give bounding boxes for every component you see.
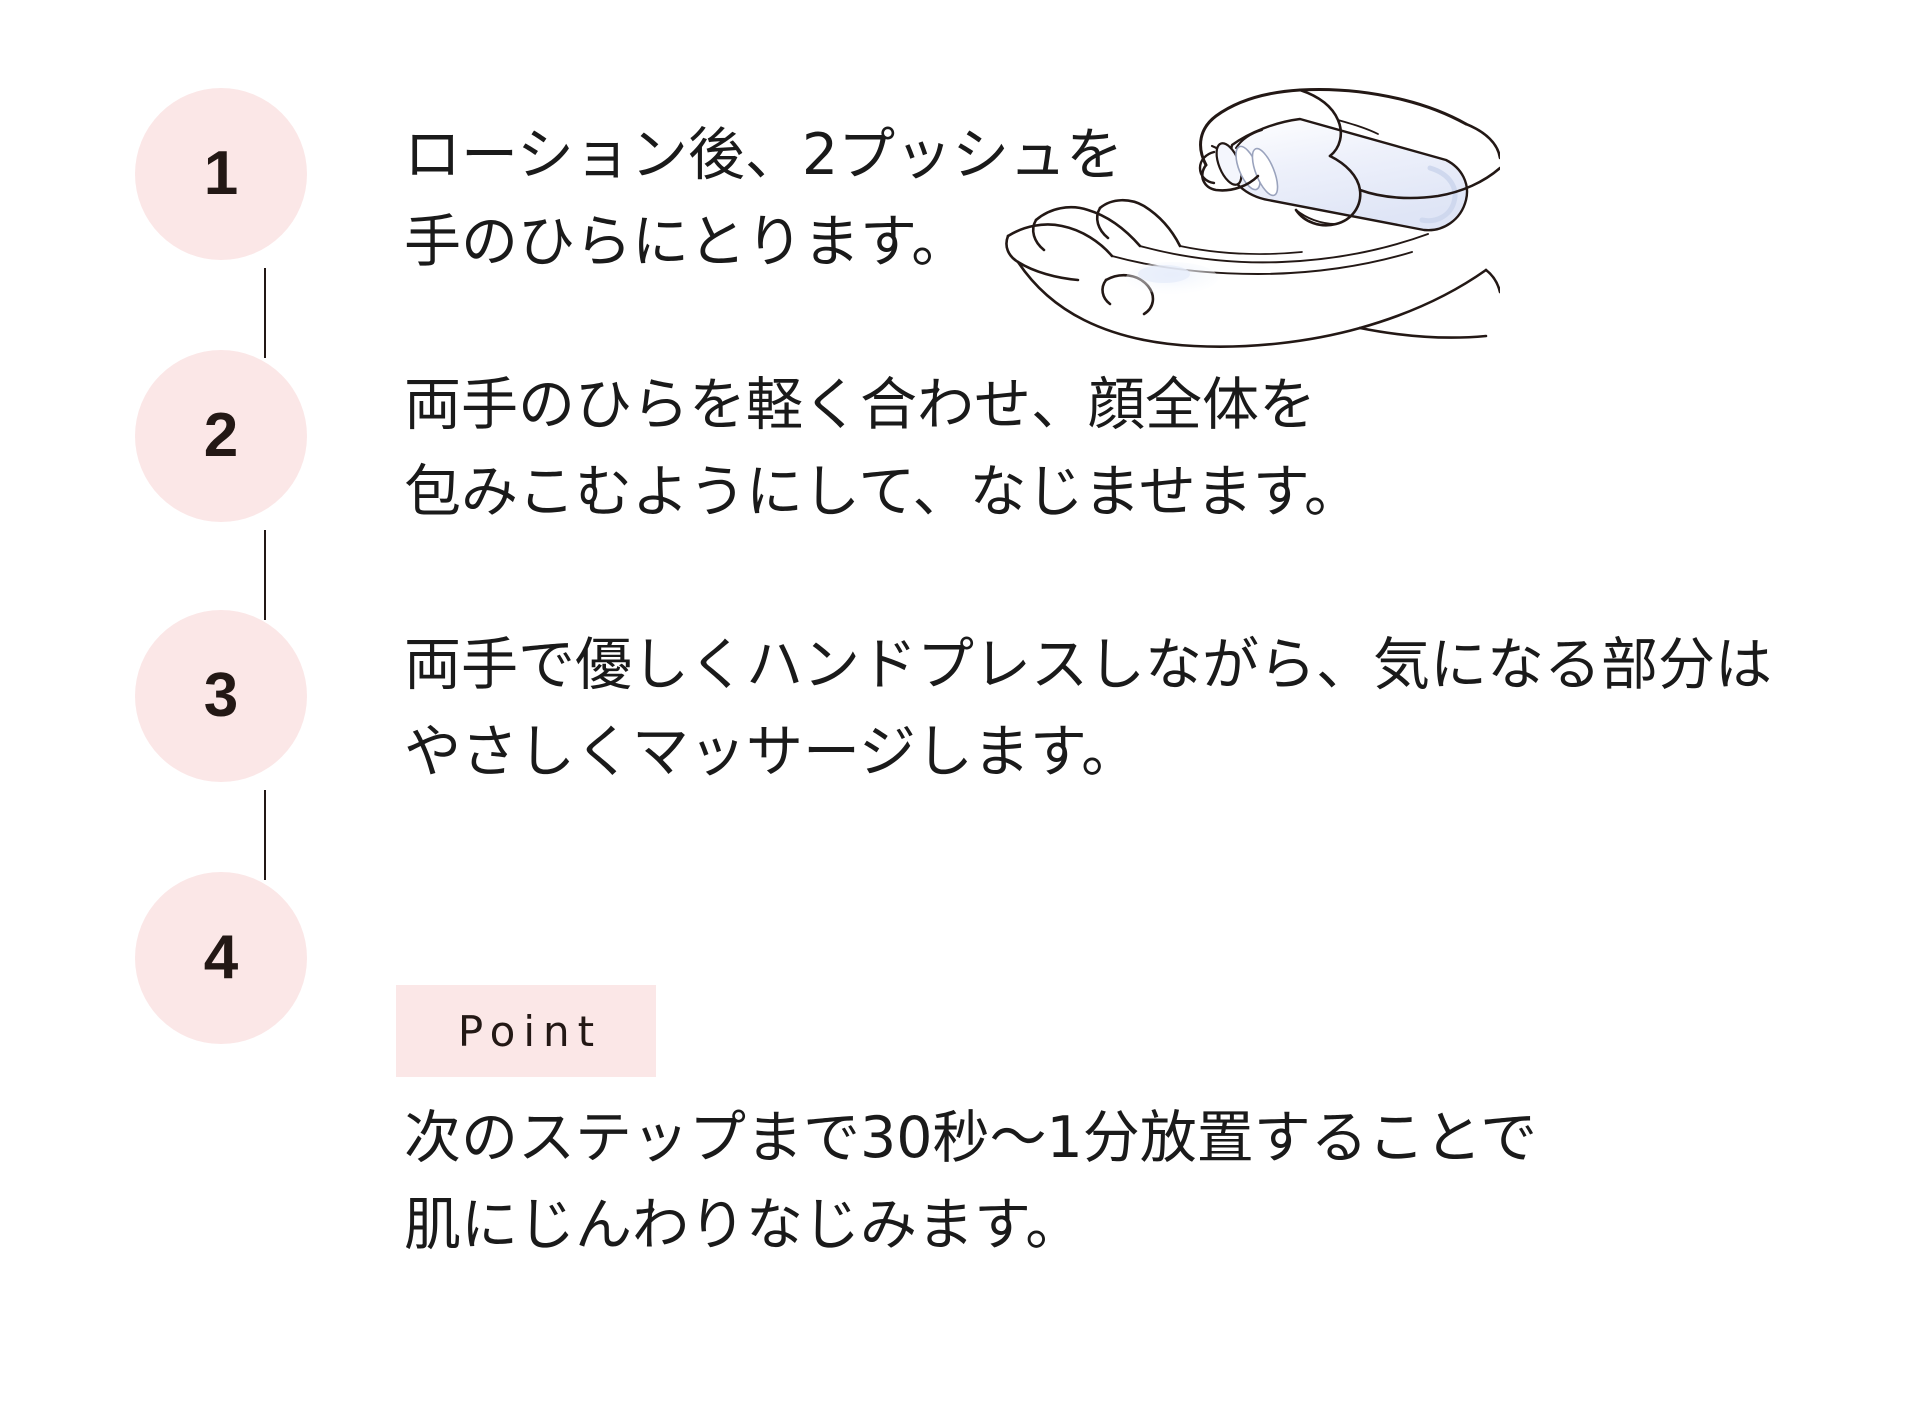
step-number-2: 2 bbox=[203, 401, 239, 470]
step-4-line-2: 肌にじんわりなじみます。 bbox=[404, 1191, 1083, 1258]
step-1-line-1: ローション後、2プッシュを bbox=[404, 122, 1124, 188]
step-circle-4: 4 bbox=[135, 872, 307, 1044]
step-connector-1-2 bbox=[264, 268, 266, 358]
step-circle-3: 3 bbox=[135, 610, 307, 782]
step-number-3: 3 bbox=[203, 661, 239, 730]
hand-pumping-lotion-illustration bbox=[1000, 40, 1500, 380]
step-circle-2: 2 bbox=[135, 350, 307, 522]
step-text-1: ローション後、2プッシュを 手のひらにとります。 bbox=[404, 112, 1123, 285]
point-badge-label: Point bbox=[457, 1006, 603, 1056]
step-text-3: 両手で優しくハンドプレスしながら、気になる部分は やさしくマッサージします。 bbox=[404, 622, 1772, 795]
step-connector-3-4 bbox=[264, 790, 266, 880]
step-circle-1: 1 bbox=[135, 88, 307, 260]
step-text-2: 両手のひらを軽く合わせ、顔全体を 包みこむようにして、なじませます。 bbox=[404, 362, 1361, 535]
step-2-line-1: 両手のひらを軽く合わせ、顔全体を bbox=[404, 372, 1316, 438]
point-badge: Point bbox=[396, 985, 656, 1077]
step-number-1: 1 bbox=[203, 139, 239, 208]
step-2-line-2: 包みこむようにして、なじませます。 bbox=[404, 458, 1362, 525]
step-number-4: 4 bbox=[203, 923, 239, 992]
step-3-line-2: やさしくマッサージします。 bbox=[404, 718, 1139, 785]
step-1-line-2: 手のひらにとります。 bbox=[404, 208, 969, 275]
step-3-line-1: 両手で優しくハンドプレスしながら、気になる部分は bbox=[404, 632, 1772, 698]
step-connector-2-3 bbox=[264, 530, 266, 620]
step-4-line-1: 次のステップまで30秒〜1分放置することで bbox=[404, 1105, 1538, 1171]
step-text-4: 次のステップまで30秒〜1分放置することで 肌にじんわりなじみます。 bbox=[404, 1095, 1537, 1268]
